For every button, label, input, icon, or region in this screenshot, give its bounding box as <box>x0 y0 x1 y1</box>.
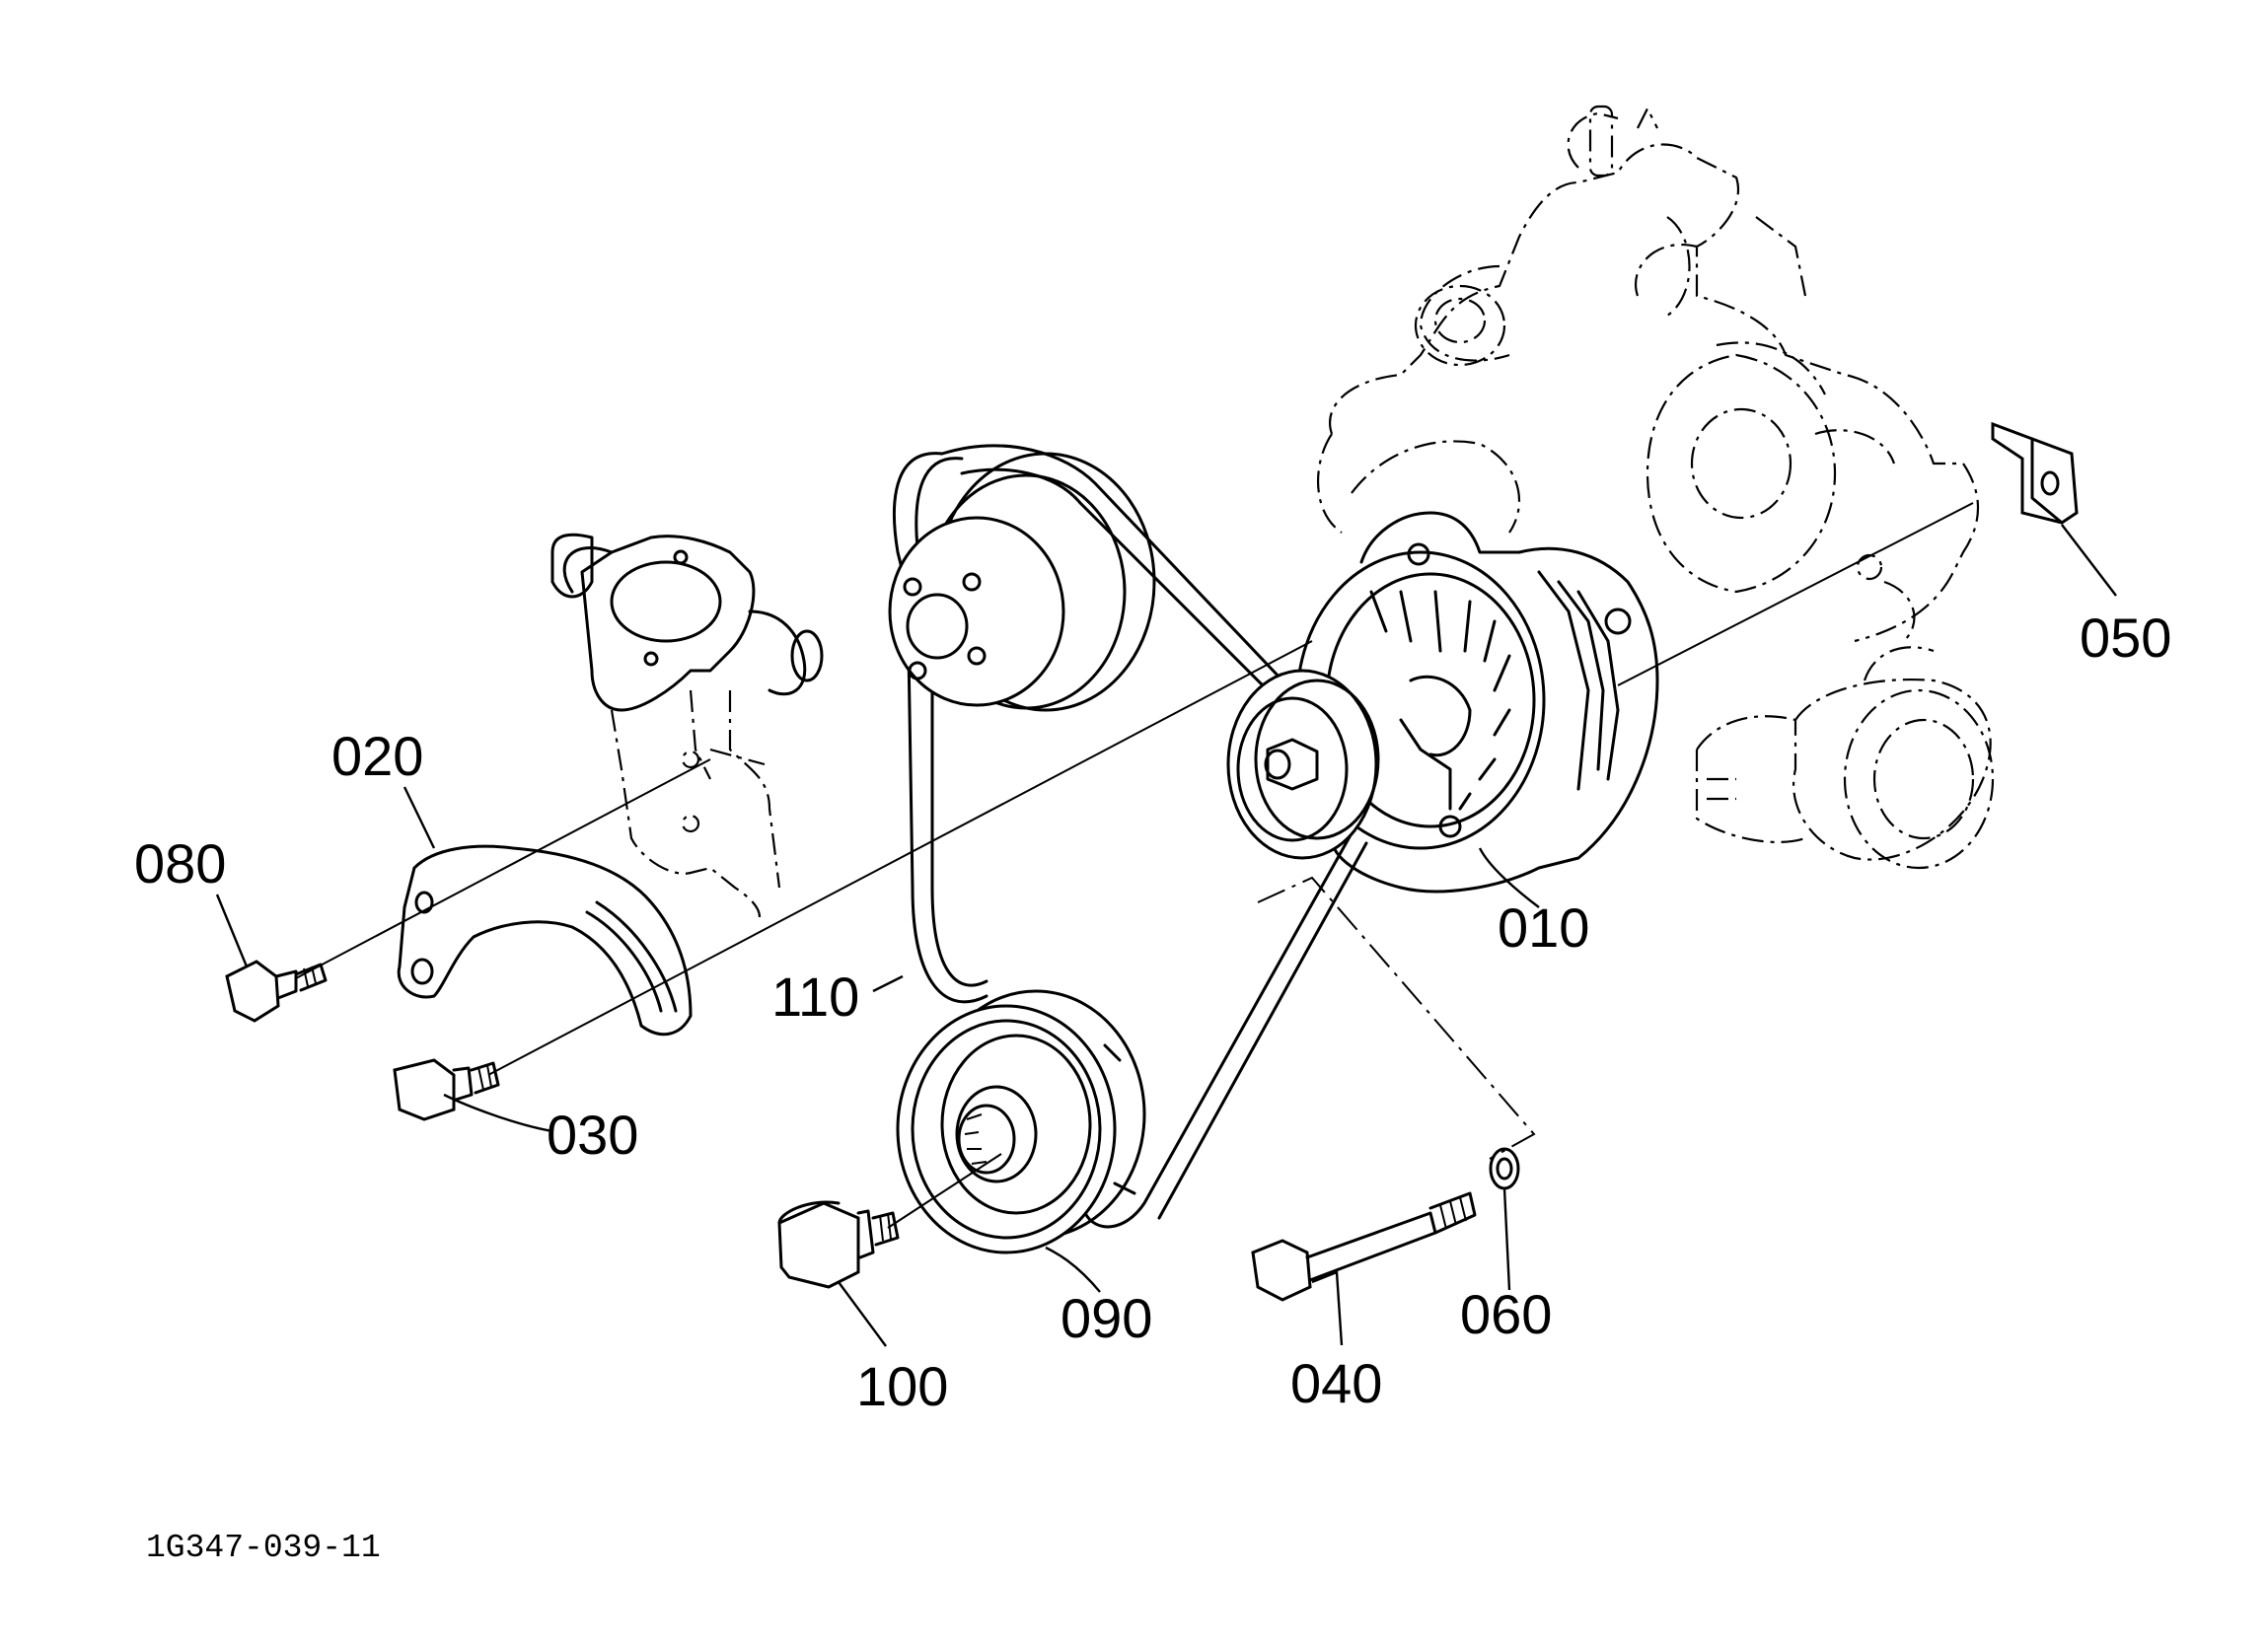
callout-020: 020 <box>331 725 423 787</box>
callout-050: 050 <box>2080 607 2171 669</box>
callout-040: 040 <box>1290 1352 1382 1414</box>
callout-080: 080 <box>134 832 226 895</box>
bracket-050 <box>1991 421 2079 525</box>
center-lines <box>295 502 1974 1229</box>
bolt-100 <box>777 1200 900 1289</box>
fan-pulley <box>888 452 1156 712</box>
drawing-code: 1G347-039-11 <box>146 1530 381 1566</box>
callout-110: 110 <box>771 966 859 1028</box>
callout-100: 100 <box>856 1355 948 1417</box>
water-pump-housing-phantom <box>550 533 824 918</box>
bolt-040 <box>1251 1191 1477 1302</box>
bolt-030 <box>393 1058 500 1121</box>
callout-010: 010 <box>1498 896 1589 959</box>
alternator <box>1226 511 1659 894</box>
bolt-080 <box>225 960 328 1023</box>
engine-block-phantom <box>1317 105 1995 870</box>
callout-090: 090 <box>1061 1287 1152 1349</box>
fan-belt <box>892 444 1368 1229</box>
callout-030: 030 <box>547 1104 638 1166</box>
washer-060 <box>1489 1147 1520 1190</box>
leader-lines <box>215 524 2117 1347</box>
crankshaft-pulley <box>896 989 1146 1254</box>
callout-060: 060 <box>1460 1283 1552 1345</box>
adjusting-bracket <box>397 844 693 1037</box>
